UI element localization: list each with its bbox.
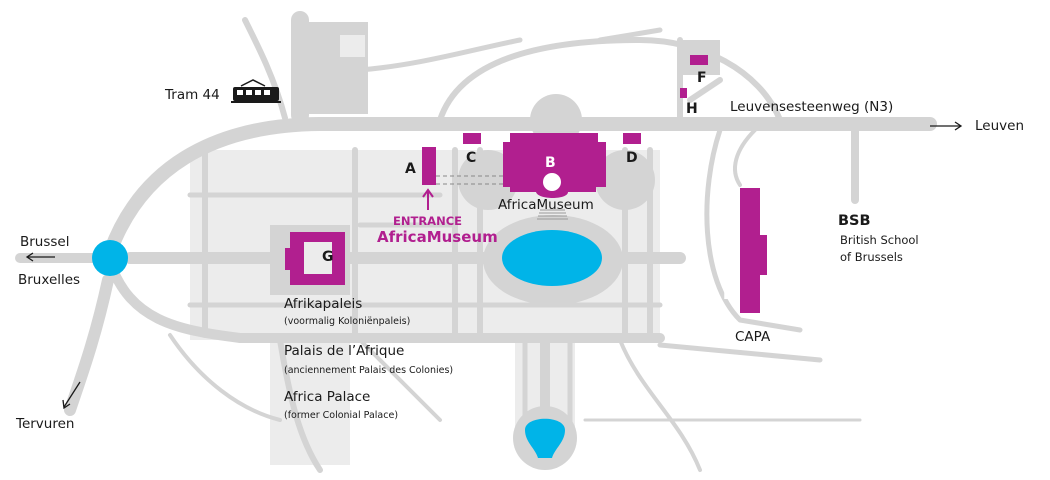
building-a xyxy=(422,147,436,185)
roundabout-pond xyxy=(92,240,128,276)
museum-pond xyxy=(502,230,602,286)
building-h xyxy=(680,88,687,98)
building-g-label: G xyxy=(322,249,334,265)
bsb-code: BSB xyxy=(838,213,871,229)
bsb-line1: British School xyxy=(840,233,919,247)
building-c xyxy=(463,133,481,144)
building-b-label: B xyxy=(545,155,556,171)
palace-sub-nl: (voormalig Koloniënpaleis) xyxy=(284,316,411,327)
building-e xyxy=(740,188,760,313)
road-label-tervuren: Tervuren xyxy=(16,416,75,432)
direction-arrows xyxy=(25,121,963,410)
underground-passage xyxy=(436,175,505,185)
entrance-label: ENTRANCE xyxy=(393,214,462,228)
building-e-label: E xyxy=(723,287,733,303)
tram-icon xyxy=(231,79,281,103)
tram-depot xyxy=(300,22,368,114)
water-features xyxy=(92,230,602,458)
road-label-leuven: Leuven xyxy=(975,118,1024,134)
entrance-arrow xyxy=(422,188,434,210)
bsb-line2: of Brussels xyxy=(840,250,903,264)
palace-sub-fr: (anciennement Palais des Colonies) xyxy=(284,365,454,376)
palace-sub-en: (former Colonial Palace) xyxy=(284,410,399,421)
tram-label: Tram 44 xyxy=(165,87,220,103)
building-d xyxy=(623,133,641,144)
building-f xyxy=(690,55,708,65)
south-pond xyxy=(525,418,565,458)
capa-label: CAPA xyxy=(735,329,771,345)
building-h-label: H xyxy=(686,101,698,117)
road-label-brussel: Brussel xyxy=(20,234,70,250)
road-label-bruxelles: Bruxelles xyxy=(18,272,81,288)
building-b xyxy=(503,133,606,198)
building-c-label: C xyxy=(466,150,477,166)
palace-name-en: Africa Palace xyxy=(284,389,371,405)
building-a-label: A xyxy=(405,161,416,177)
museum-label: AfricaMuseum xyxy=(498,197,594,213)
museum-steps xyxy=(537,209,568,220)
building-d-label: D xyxy=(626,150,638,166)
building-f-label: F xyxy=(697,70,707,86)
palace-name-fr: Palais de l’Afrique xyxy=(284,343,405,359)
road-label-n3: Leuvensesteenweg (N3) xyxy=(730,99,894,115)
arrow-tervuren xyxy=(63,381,81,408)
entrance-museum-label: AfricaMuseum xyxy=(377,228,498,246)
palace-name-nl: Afrikapaleis xyxy=(284,296,363,312)
